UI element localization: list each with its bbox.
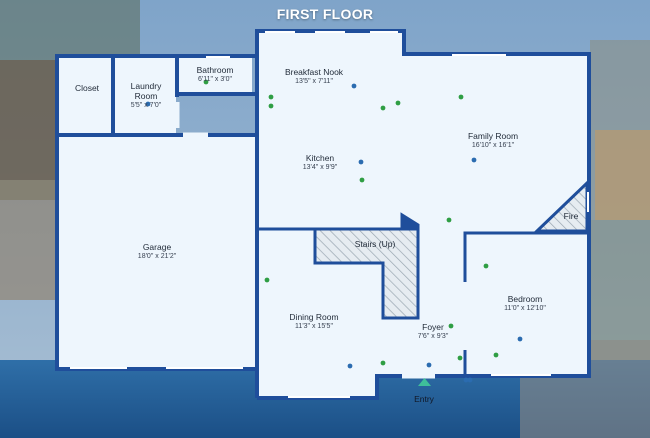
- sensor-dot-icon[interactable]: [458, 94, 464, 100]
- room-label-garage[interactable]: Garage 18'0" x 21'2": [138, 242, 176, 261]
- floor-title: FIRST FLOOR: [276, 6, 374, 22]
- room-label-breakfast-nook[interactable]: Breakfast Nook 13'5" x 7'11": [285, 67, 343, 86]
- main-floor: [258, 33, 587, 229]
- room-dimensions: 13'4" x 9'9": [302, 164, 338, 171]
- room-name: Kitchen: [305, 153, 335, 163]
- sensor-dot-icon[interactable]: [467, 377, 473, 383]
- room-label-closet[interactable]: Closet: [75, 83, 99, 93]
- sensor-dot-icon[interactable]: [351, 83, 357, 89]
- room-label-bedroom[interactable]: Bedroom 11'0" x 12'10": [504, 294, 546, 313]
- sensor-dot-icon[interactable]: [145, 101, 151, 107]
- sensor-dot-icon[interactable]: [380, 105, 386, 111]
- bathroom-floor: [179, 58, 252, 92]
- garage-floor: [59, 136, 255, 367]
- sensor-markers: [145, 79, 523, 383]
- room-dimensions: 16'10" x 16'1": [471, 142, 515, 149]
- room-dimensions: 18'0" x 21'2": [137, 253, 177, 260]
- room-dimensions: 11'3" x 15'5": [295, 323, 333, 330]
- sensor-dot-icon[interactable]: [426, 362, 432, 368]
- room-dimensions: 6'11" x 3'0": [198, 76, 232, 83]
- sensor-dot-icon[interactable]: [457, 355, 463, 361]
- sensor-dot-icon[interactable]: [264, 277, 270, 283]
- closet-floor: [59, 56, 112, 134]
- room-label-laundry[interactable]: Laundry Room 5'5" x 7'0": [124, 81, 168, 110]
- sensor-dot-icon[interactable]: [203, 79, 209, 85]
- room-name: Dining Room: [289, 312, 339, 322]
- room-name: Fire: [563, 211, 579, 221]
- room-name: Foyer: [422, 322, 444, 332]
- room-name: Family Room: [467, 131, 519, 141]
- room-label-kitchen[interactable]: Kitchen 13'4" x 9'9": [303, 153, 338, 172]
- room-dimensions: 11'0" x 12'10": [504, 305, 546, 312]
- sensor-dot-icon[interactable]: [463, 377, 469, 383]
- room-label-bathroom[interactable]: Bathroom 6'11" x 3'0": [197, 65, 234, 84]
- room-name: Breakfast Nook: [284, 67, 344, 77]
- room-label-family-room[interactable]: Family Room 16'10" x 16'1": [468, 131, 518, 150]
- room-floors: [59, 33, 587, 396]
- entry-label: Entry: [414, 394, 434, 404]
- room-name: Closet: [74, 83, 100, 93]
- room-dimensions: 13'5" x 7'11": [295, 78, 333, 85]
- room-dimensions: 7'6" x 9'3": [417, 333, 449, 340]
- room-name: Bedroom: [507, 294, 543, 304]
- dining-foyer-floor: [258, 229, 587, 396]
- room-label-fire[interactable]: Fire: [564, 211, 579, 221]
- sensor-dot-icon[interactable]: [395, 100, 401, 106]
- entry-marker-icon[interactable]: [418, 378, 431, 386]
- room-name: Stairs (Up): [354, 239, 396, 249]
- sensor-dot-icon[interactable]: [493, 352, 499, 358]
- room-name: Garage: [142, 242, 172, 252]
- sensor-dot-icon[interactable]: [359, 177, 365, 183]
- room-label-dining-room[interactable]: Dining Room 11'3" x 15'5": [289, 312, 338, 331]
- sensor-dot-icon[interactable]: [380, 360, 386, 366]
- sensor-dot-icon[interactable]: [358, 159, 364, 165]
- sensor-dot-icon[interactable]: [483, 263, 489, 269]
- sensor-dot-icon[interactable]: [268, 94, 274, 100]
- sensor-dot-icon[interactable]: [448, 323, 454, 329]
- sensor-dot-icon[interactable]: [268, 103, 274, 109]
- room-dimensions: 5'5" x 7'0": [130, 102, 162, 109]
- sensor-dot-icon[interactable]: [471, 157, 477, 163]
- sensor-dot-icon[interactable]: [517, 336, 523, 342]
- windows: [70, 31, 589, 398]
- openings: [174, 102, 468, 379]
- room-label-stairs[interactable]: Stairs (Up): [355, 239, 396, 249]
- sensor-dot-icon[interactable]: [347, 363, 353, 369]
- sensor-dot-icon[interactable]: [446, 217, 452, 223]
- room-name: Laundry Room: [130, 81, 162, 101]
- laundry-floor: [115, 56, 176, 134]
- room-label-foyer[interactable]: Foyer 7'6" x 9'3": [418, 322, 449, 341]
- room-name: Bathroom: [196, 65, 234, 75]
